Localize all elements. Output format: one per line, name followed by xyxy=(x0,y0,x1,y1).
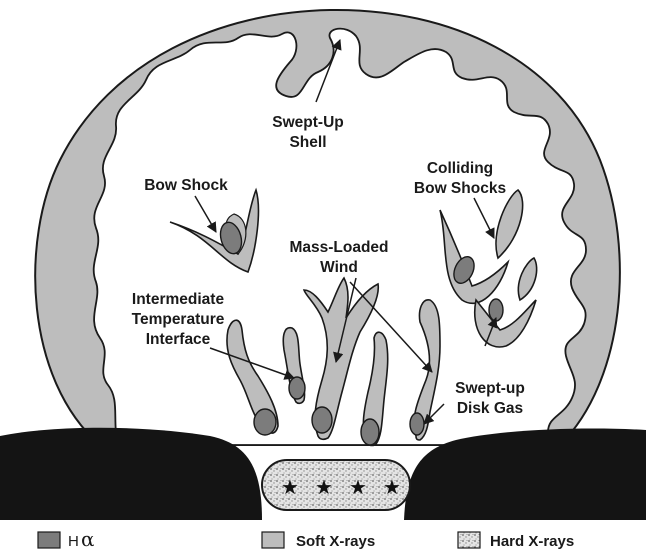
galactic-disk-left xyxy=(0,428,262,520)
star-icon: ★ xyxy=(315,475,333,499)
svg-text:Wind: Wind xyxy=(320,259,358,276)
starburst-core: ★ ★ ★ ★ xyxy=(262,460,410,510)
svg-text:Colliding: Colliding xyxy=(427,160,493,177)
svg-text:α: α xyxy=(81,527,95,551)
svg-text:Shell: Shell xyxy=(289,134,326,151)
label-bow-shock: Bow Shock xyxy=(144,177,228,194)
svg-text:Disk Gas: Disk Gas xyxy=(457,400,523,417)
star-icon: ★ xyxy=(281,475,299,499)
svg-text:Mass-Loaded: Mass-Loaded xyxy=(289,239,388,256)
svg-text:Intermediate: Intermediate xyxy=(132,291,225,308)
svg-text:Swept-Up: Swept-Up xyxy=(272,114,343,131)
svg-text:Temperature: Temperature xyxy=(132,311,225,328)
legend-item-soft-xrays: Soft X-rays xyxy=(262,532,375,550)
svg-text:Bow Shocks: Bow Shocks xyxy=(414,180,506,197)
legend-item-halpha: H α xyxy=(38,527,95,551)
svg-text:Swept-up: Swept-up xyxy=(455,380,525,397)
svg-text:Bow Shock: Bow Shock xyxy=(144,177,228,194)
svg-text:Hard X-rays: Hard X-rays xyxy=(490,533,574,550)
svg-text:Interface: Interface xyxy=(146,331,211,348)
svg-text:Soft X-rays: Soft X-rays xyxy=(296,533,375,550)
star-icon: ★ xyxy=(383,475,401,499)
legend: H α Soft X-rays Hard X-rays xyxy=(38,527,574,551)
star-icon: ★ xyxy=(349,475,367,499)
legend-item-hard-xrays: Hard X-rays xyxy=(458,532,574,550)
svg-text:H: H xyxy=(68,533,79,550)
